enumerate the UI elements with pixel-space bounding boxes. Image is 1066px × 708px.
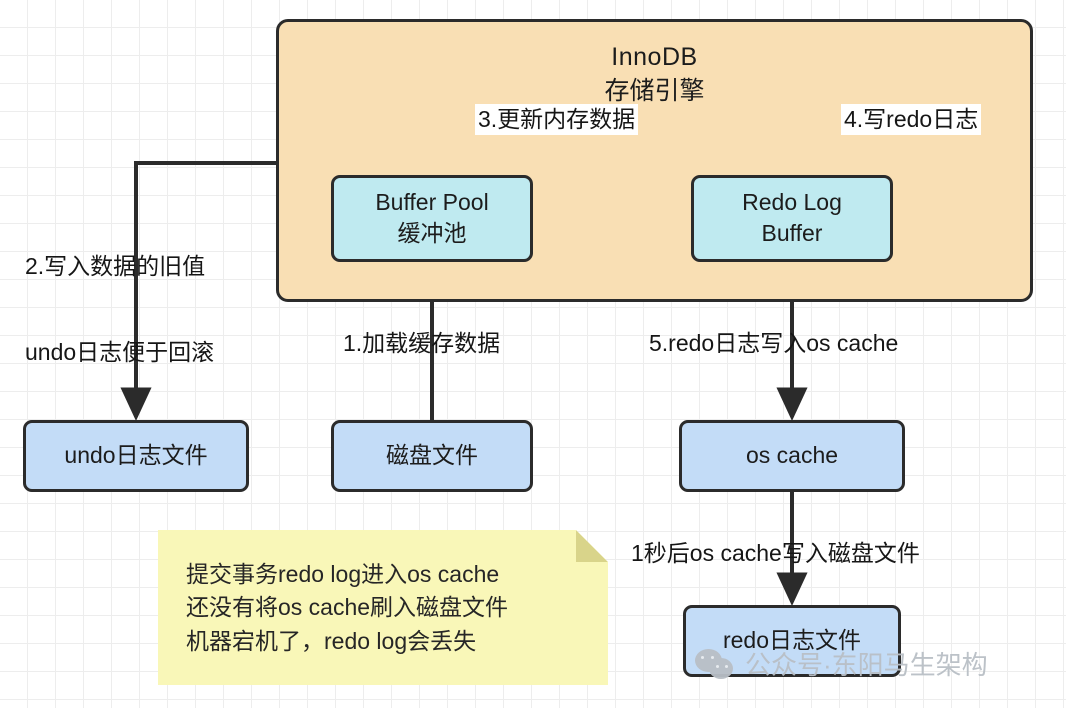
- innodb-title: InnoDB: [611, 43, 698, 71]
- edge-label-step3: 3.更新内存数据: [475, 104, 639, 135]
- note-fold-corner: [576, 530, 608, 562]
- os-cache-label: os cache: [745, 442, 839, 469]
- redo-log-file-label: redo日志文件: [722, 627, 862, 654]
- edge-label-step1: 1.加载缓存数据: [343, 330, 501, 356]
- buffer-pool-label-en: Buffer Pool: [375, 189, 489, 216]
- node-redo-log-file[interactable]: redo日志文件: [683, 605, 901, 677]
- redo-log-buffer-label-2: Buffer: [761, 220, 823, 246]
- watermark: 公众号·东阳马生架构: [695, 645, 988, 682]
- node-disk-file[interactable]: 磁盘文件: [331, 420, 533, 492]
- edge-label-step2: 2.写入数据的旧值 undo日志便于回滚: [22, 193, 217, 425]
- edge-label-step2-line1: 2.写入数据的旧值: [25, 252, 206, 279]
- node-redo-log-buffer[interactable]: Redo Log Buffer: [691, 175, 893, 262]
- edge-label-step2-line2: undo日志便于回滚: [25, 338, 215, 365]
- buffer-pool-label-zh: 缓冲池: [397, 220, 467, 246]
- undo-log-file-label: undo日志文件: [64, 442, 208, 469]
- wechat-icon: [695, 648, 735, 679]
- watermark-text: 公众号·东阳马生架构: [745, 650, 988, 680]
- node-undo-log-file[interactable]: undo日志文件: [23, 420, 249, 492]
- node-os-cache[interactable]: os cache: [679, 420, 905, 492]
- warning-note: 提交事务redo log进入os cache 还没有将os cache刷入磁盘文…: [158, 530, 608, 685]
- disk-file-label: 磁盘文件: [386, 442, 478, 469]
- note-line-3: 机器宕机了，redo log会丢失: [186, 627, 477, 654]
- edge-label-step6: 1秒后os cache写入磁盘文件: [631, 540, 920, 566]
- node-buffer-pool[interactable]: Buffer Pool 缓冲池: [331, 175, 533, 262]
- redo-log-buffer-label-1: Redo Log: [742, 189, 842, 216]
- edge-label-step5: 5.redo日志写入os cache: [649, 330, 899, 356]
- note-line-2: 还没有将os cache刷入磁盘文件: [186, 594, 509, 621]
- innodb-subtitle: 存储引擎: [604, 77, 705, 105]
- edge-label-step4: 4.写redo日志: [841, 104, 982, 135]
- note-line-1: 提交事务redo log进入os cache: [186, 561, 500, 587]
